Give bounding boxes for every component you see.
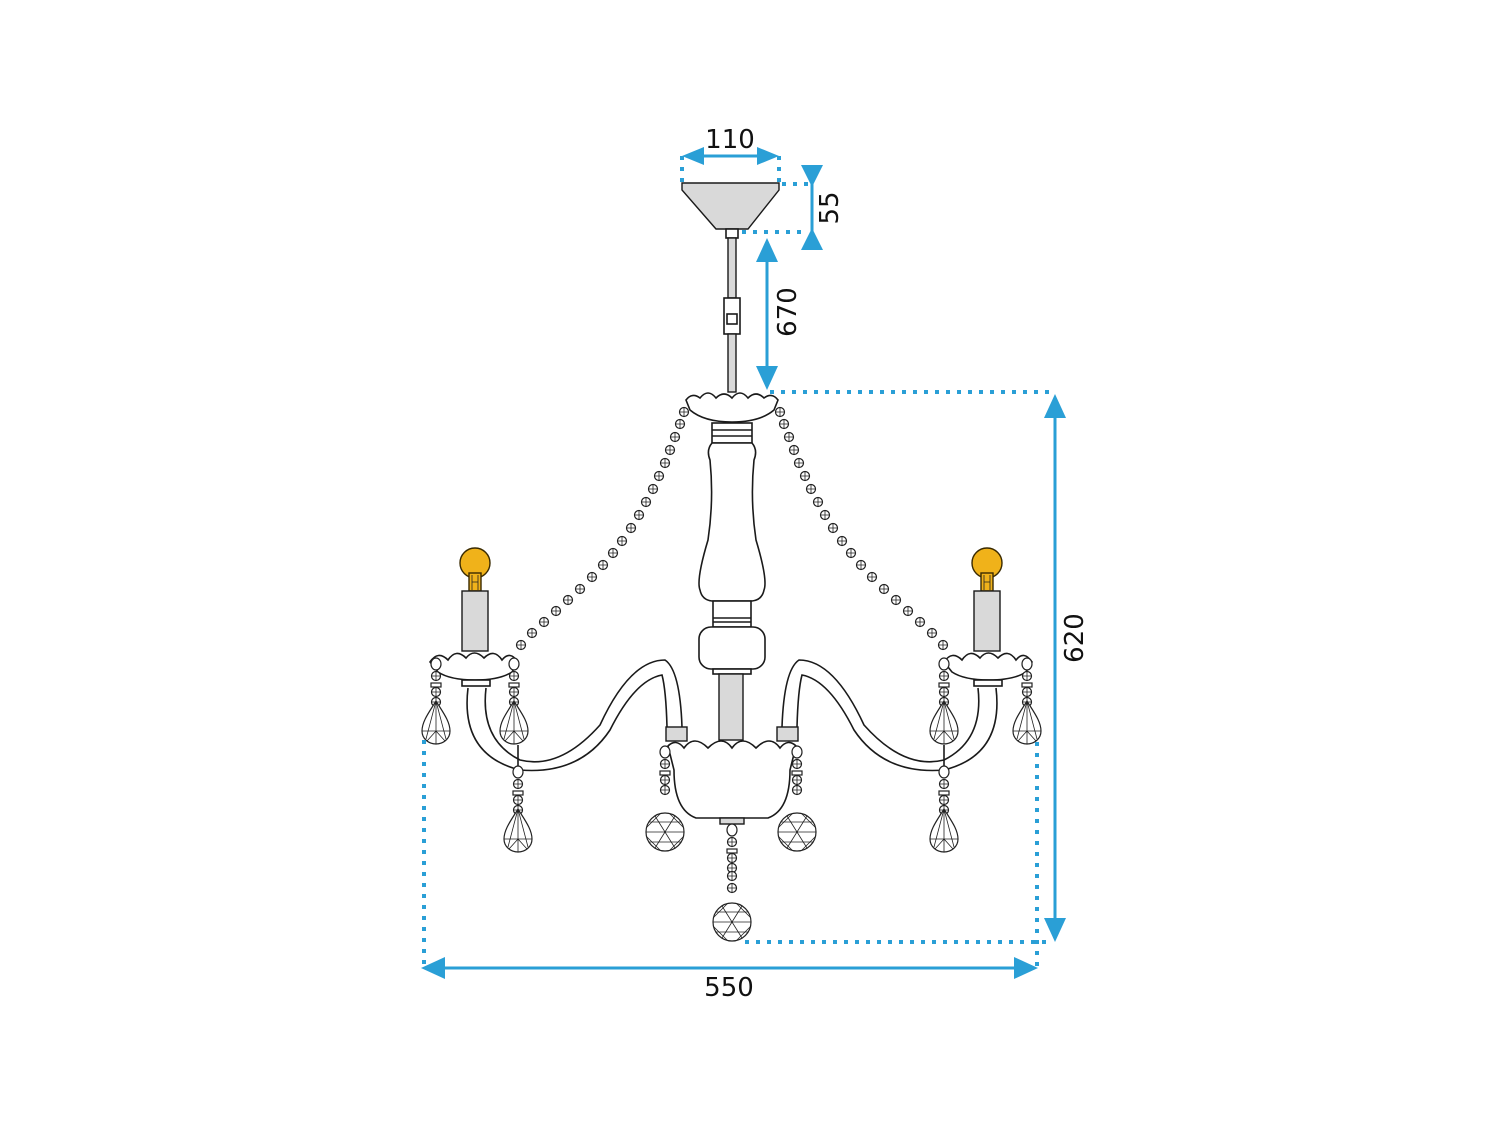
right-candle-holder: [943, 547, 1033, 687]
arms: [466, 659, 998, 772]
body-height-label: 620: [1060, 613, 1090, 663]
left-bead-garland: [515, 406, 690, 651]
dimension-rod-length: 670: [756, 238, 803, 390]
left-candle-holder: [429, 547, 519, 687]
dimension-body-height: 620: [745, 390, 1090, 944]
suspension-rod: [723, 228, 741, 393]
right-bead-garland: [774, 406, 949, 651]
center-column: [698, 422, 766, 741]
canopy: [681, 182, 780, 230]
teardrop-pendants: [421, 658, 1042, 853]
canopy-width-label: 110: [705, 125, 755, 155]
bottom-bowl: [667, 740, 797, 825]
canopy-height-label: 55: [815, 191, 845, 224]
dimension-canopy-height: 55: [742, 165, 845, 250]
dimension-canopy-width: 110: [680, 125, 781, 182]
total-width-label: 550: [704, 973, 754, 1003]
crown: [685, 392, 779, 423]
dimension-total-width: 550: [421, 740, 1039, 1003]
rod-length-label: 670: [773, 287, 803, 337]
